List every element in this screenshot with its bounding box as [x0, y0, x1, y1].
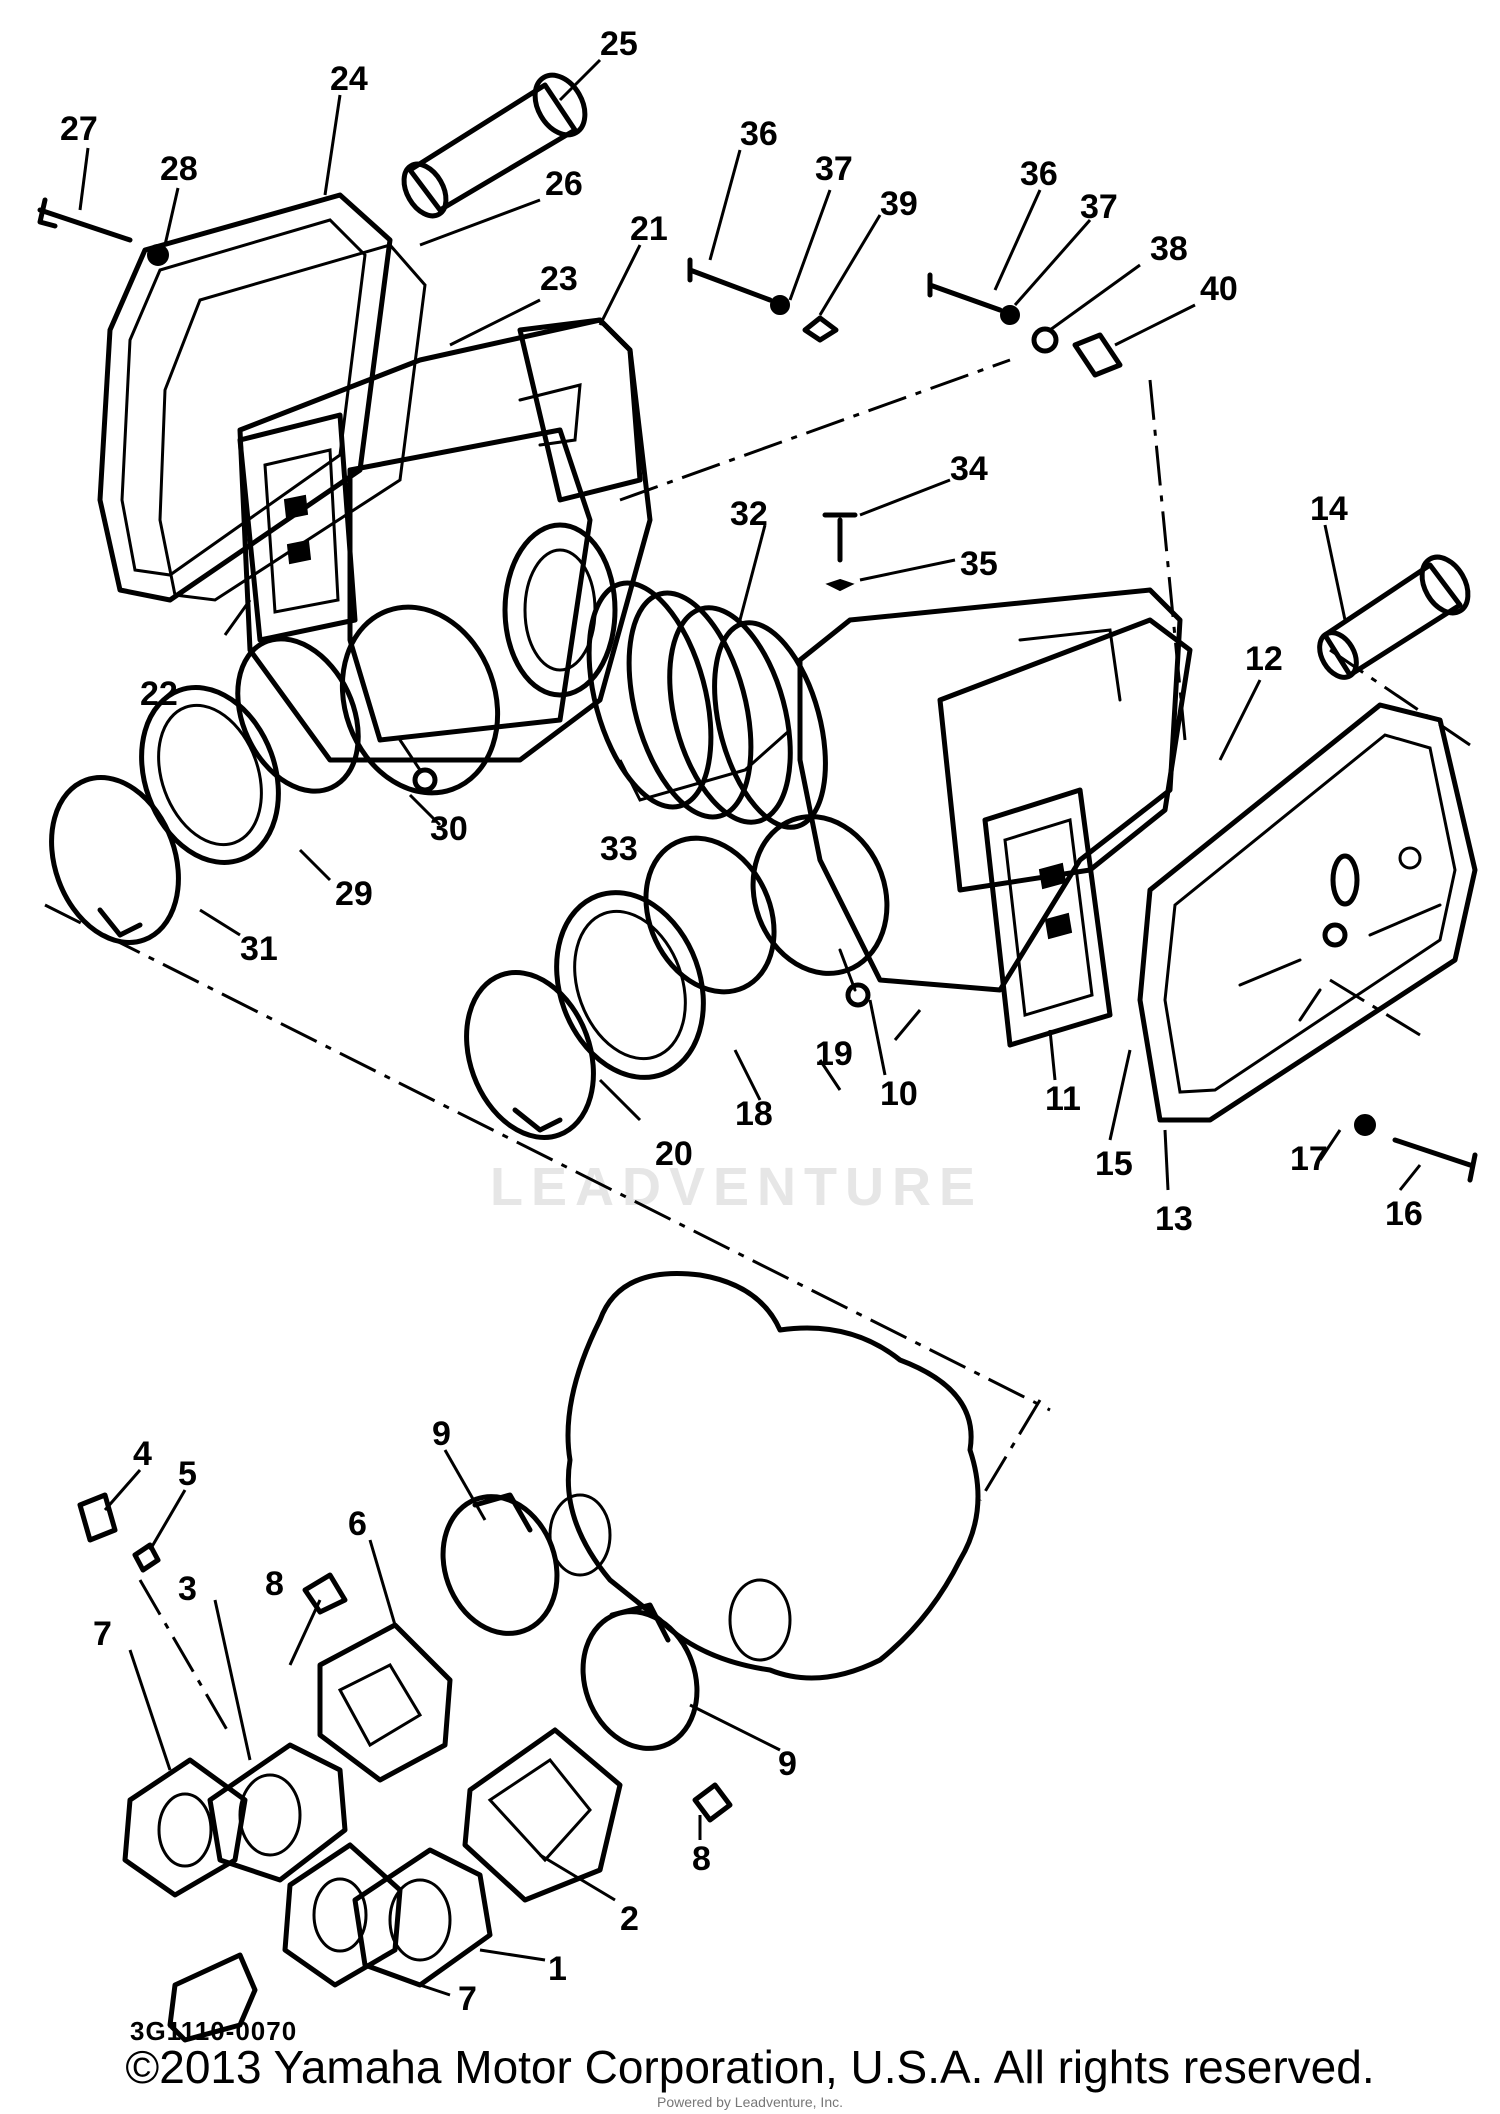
part-label-13: 13 — [1155, 1200, 1193, 1238]
part-label-30: 30 — [430, 810, 468, 848]
part-label-14: 14 — [1310, 490, 1348, 528]
part-label-25: 25 — [600, 25, 638, 63]
right-air-cleaner-assembly — [464, 257, 1478, 1183]
part-label-34: 34 — [950, 450, 988, 488]
part-label-2: 2 — [620, 1900, 639, 1938]
intake-joint-assembly — [586, 580, 828, 830]
part-label-35: 35 — [960, 545, 998, 583]
part-label-20: 20 — [655, 1135, 693, 1173]
part-label-33: 33 — [600, 830, 638, 868]
copyright-notice: ©2013 Yamaha Motor Corporation, U.S.A. A… — [125, 2041, 1375, 2093]
part-label-7: 7 — [93, 1615, 112, 1653]
part-label-16: 16 — [1385, 1195, 1423, 1233]
part-label-8: 8 — [692, 1840, 711, 1878]
part-label-5: 5 — [178, 1455, 197, 1493]
part-label-22: 22 — [140, 675, 178, 713]
part-label-36: 36 — [1020, 155, 1058, 193]
part-label-8: 8 — [265, 1565, 284, 1603]
part-label-28: 28 — [160, 150, 198, 188]
part-label-24: 24 — [330, 60, 368, 98]
part-label-32: 32 — [730, 495, 768, 533]
part-label-39: 39 — [880, 185, 918, 223]
part-label-29: 29 — [335, 875, 373, 913]
part-label-38: 38 — [1150, 230, 1188, 268]
part-label-4: 4 — [133, 1435, 152, 1473]
powered-by-credit: Powered by Leadventure, Inc. — [656, 2094, 843, 2110]
part-label-9: 9 — [432, 1415, 451, 1453]
part-number-labels: 27 28 24 25 26 21 23 36 37 39 36 37 38 4… — [60, 25, 1423, 2018]
part-label-12: 12 — [1245, 640, 1283, 678]
part-label-10: 10 — [880, 1075, 918, 1113]
part-label-37: 37 — [815, 150, 853, 188]
part-label-40: 40 — [1200, 270, 1238, 308]
part-label-27: 27 — [60, 110, 98, 148]
part-label-19: 19 — [815, 1035, 853, 1073]
engine-and-intake-assembly — [77, 1270, 981, 2043]
leader-lines — [78, 58, 1422, 1997]
part-label-9: 9 — [778, 1745, 797, 1783]
part-label-15: 15 — [1095, 1145, 1133, 1183]
part-label-3: 3 — [178, 1570, 197, 1608]
part-label-18: 18 — [735, 1095, 773, 1133]
part-label-17: 17 — [1290, 1140, 1328, 1178]
part-label-6: 6 — [348, 1505, 367, 1543]
assembly-centerlines — [44, 358, 1471, 1736]
diagram-code: 3G1110-0070 — [130, 2016, 297, 2046]
part-label-36: 36 — [740, 115, 778, 153]
part-label-1: 1 — [548, 1950, 567, 1988]
part-label-11: 11 — [1045, 1080, 1081, 1118]
part-label-23: 23 — [540, 260, 578, 298]
part-label-31: 31 — [240, 930, 278, 968]
part-label-21: 21 — [630, 210, 668, 248]
part-label-7: 7 — [458, 1980, 477, 2018]
part-label-26: 26 — [545, 165, 583, 203]
watermark: LEADVENTURE — [490, 1157, 983, 1217]
left-air-cleaner-assembly — [37, 72, 653, 945]
part-label-37: 37 — [1080, 188, 1118, 226]
